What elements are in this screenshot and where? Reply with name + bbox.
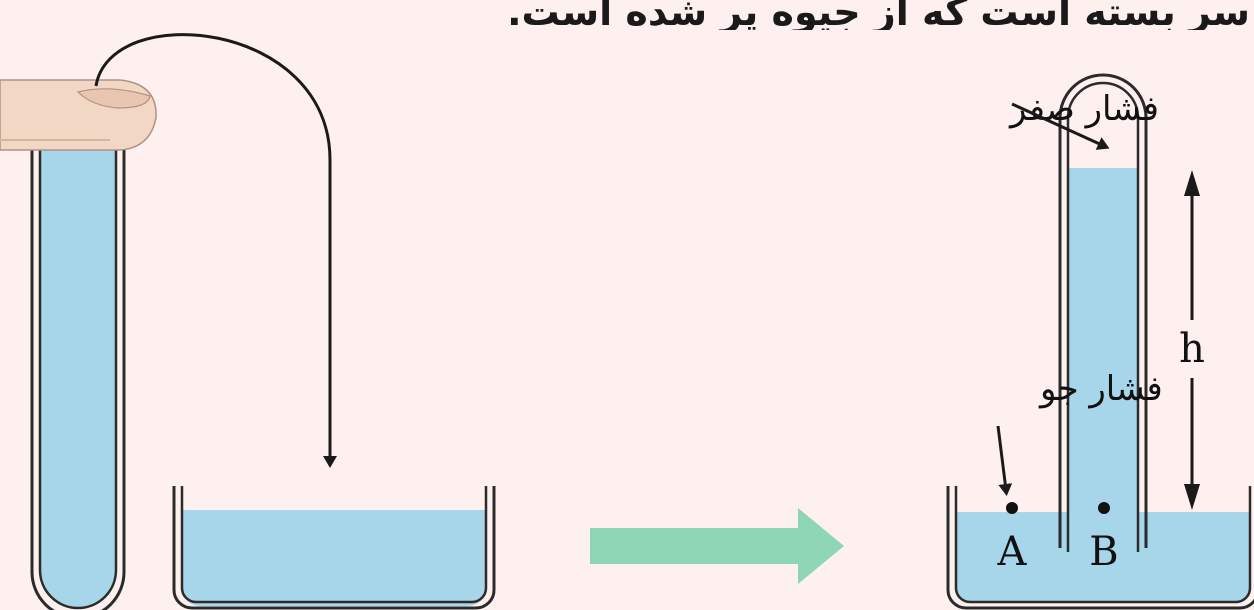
- height-dimension: h: [1179, 170, 1205, 510]
- atmospheric-pressure-label: فشار جو: [1038, 369, 1163, 409]
- point-a-label: A: [997, 529, 1028, 575]
- zero-pressure-arrow: [1011, 102, 1110, 150]
- zero-pressure-label: فشار صفر: [1008, 89, 1159, 129]
- liquid-trough-left: [172, 486, 496, 610]
- barometer-trough: [946, 486, 1254, 610]
- diagram-caption: سر بسته است که از جیوه پر شده است.: [507, 0, 1250, 30]
- transition-arrow: [590, 508, 844, 584]
- height-label: h: [1179, 326, 1205, 372]
- finger-icon: [0, 79, 157, 151]
- point-b-label: B: [1089, 529, 1118, 575]
- inversion-arrow: [94, 33, 337, 468]
- inverted-tube: [1058, 73, 1148, 553]
- filled-test-tube: [30, 140, 126, 610]
- point-a-dot: [1006, 502, 1018, 514]
- point-b-dot: [1098, 502, 1110, 514]
- atmospheric-pressure-arrow: [996, 425, 1013, 496]
